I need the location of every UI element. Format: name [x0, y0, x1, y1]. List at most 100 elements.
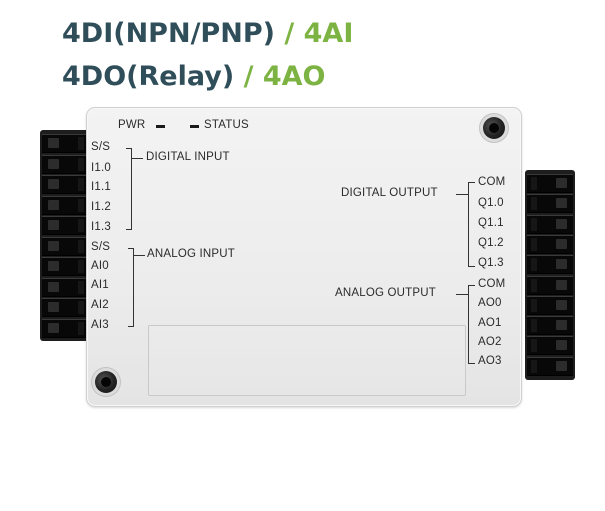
headline-separator: /	[243, 61, 254, 92]
terminal-clamp-tab	[531, 298, 537, 312]
bracket-line	[131, 158, 143, 159]
terminal-slot	[527, 316, 573, 336]
terminal-clamp-tab	[78, 219, 84, 232]
analog-input-group-label: ANALOG INPUT	[147, 248, 236, 260]
bracket-line	[131, 148, 132, 230]
terminal-screw-hole	[48, 179, 59, 189]
terminal-clamp-tab	[78, 178, 84, 191]
terminal-slot	[527, 174, 573, 193]
status-led	[190, 125, 199, 128]
terminal-screw-hole	[556, 340, 567, 351]
pin-label: AO1	[478, 317, 502, 329]
bracket-line	[133, 248, 134, 327]
terminal-clamp-tab	[531, 359, 537, 373]
bracket-line	[126, 148, 132, 149]
terminal-screw-hole	[48, 220, 59, 230]
terminal-clamp-tab	[78, 280, 84, 294]
terminal-slot	[527, 214, 573, 234]
pin-label: I1.2	[91, 201, 111, 213]
terminal-clamp-tab	[531, 278, 537, 292]
headline-analog-outputs: 4AO	[262, 61, 326, 92]
bracket-line	[468, 266, 475, 267]
bracket-line	[468, 182, 475, 183]
terminal-slot	[42, 216, 88, 235]
status-label: STATUS	[204, 119, 249, 131]
terminal-slot	[527, 295, 573, 315]
bracket-line	[468, 285, 469, 364]
terminal-screw-hole	[556, 279, 567, 290]
pin-label: AI2	[91, 299, 109, 311]
terminal-slot	[527, 336, 573, 356]
pin-label: S/S	[91, 141, 111, 153]
terminal-slot	[42, 257, 88, 276]
terminal-clamp-tab	[531, 339, 537, 353]
bracket-line	[468, 285, 475, 286]
headline-separator: /	[284, 18, 295, 49]
terminal-clamp-tab	[78, 137, 84, 150]
analog-output-group-label: ANALOG OUTPUT	[335, 287, 437, 299]
terminal-screw-hole	[556, 320, 567, 331]
pin-label: COM	[478, 278, 506, 290]
terminal-screw-hole	[48, 281, 59, 292]
bracket-line	[133, 255, 145, 256]
terminal-clamp-tab	[78, 157, 84, 171]
terminal-clamp-tab	[531, 177, 537, 190]
pin-label: COM	[478, 176, 506, 188]
pin-label: Q1.1	[478, 217, 504, 229]
terminal-screw-hole	[556, 259, 567, 270]
headline-line-1: 4DI(NPN/PNP) / 4AI	[62, 20, 353, 47]
terminal-clamp-tab	[78, 301, 84, 314]
terminal-clamp-tab	[531, 258, 537, 272]
pin-label: AI0	[91, 260, 109, 272]
terminal-slot	[42, 154, 88, 174]
headline-analog-inputs: 4AI	[303, 18, 354, 49]
terminal-slot	[42, 134, 88, 153]
terminal-screw-hole	[556, 218, 567, 229]
terminal-screw-hole	[556, 198, 567, 209]
digital-input-group-label: DIGITAL INPUT	[146, 151, 230, 163]
bracket-line	[456, 294, 468, 295]
terminal-clamp-tab	[531, 197, 537, 211]
terminal-slot	[42, 277, 88, 297]
terminal-clamp-tab	[78, 239, 84, 253]
pin-label: Q1.3	[478, 257, 504, 269]
left-terminal-block	[40, 130, 90, 341]
terminal-slot	[527, 275, 573, 295]
terminal-screw-hole	[556, 178, 567, 188]
terminal-clamp-tab	[78, 321, 84, 335]
digital-output-group-label: DIGITAL OUTPUT	[341, 187, 438, 199]
pwr-led	[156, 125, 165, 128]
terminal-screw-hole	[48, 240, 59, 251]
pin-label: AO2	[478, 336, 502, 348]
bracket-line	[456, 194, 468, 195]
pin-label: AI1	[91, 279, 109, 291]
terminal-clamp-tab	[78, 198, 84, 212]
label-window	[148, 325, 466, 396]
terminal-screw-hole	[556, 299, 567, 310]
terminal-screw-hole	[48, 158, 59, 169]
terminal-screw-hole	[48, 199, 59, 210]
terminal-slot	[42, 236, 88, 256]
terminal-clamp-tab	[78, 260, 84, 273]
pin-label: I1.1	[91, 181, 111, 193]
terminal-slot	[527, 255, 573, 275]
pin-label: AI3	[91, 319, 109, 331]
bracket-line	[468, 363, 475, 364]
terminal-screw-hole	[48, 138, 59, 148]
terminal-slot	[42, 195, 88, 215]
pin-label: I1.0	[91, 162, 111, 174]
terminal-slot	[527, 194, 573, 214]
pin-label: AO3	[478, 355, 502, 367]
terminal-screw-hole	[48, 322, 59, 333]
terminal-slot	[527, 234, 573, 254]
terminal-screw-hole	[556, 238, 567, 249]
bracket-line	[126, 229, 132, 230]
terminal-clamp-tab	[531, 217, 537, 231]
terminal-clamp-tab	[531, 237, 537, 251]
mounting-screw-top-right	[483, 117, 505, 139]
bracket-line	[128, 326, 134, 327]
right-terminal-block	[525, 170, 575, 380]
terminal-screw-hole	[48, 261, 59, 271]
terminal-slot	[527, 356, 573, 376]
terminal-screw-hole	[48, 302, 59, 312]
